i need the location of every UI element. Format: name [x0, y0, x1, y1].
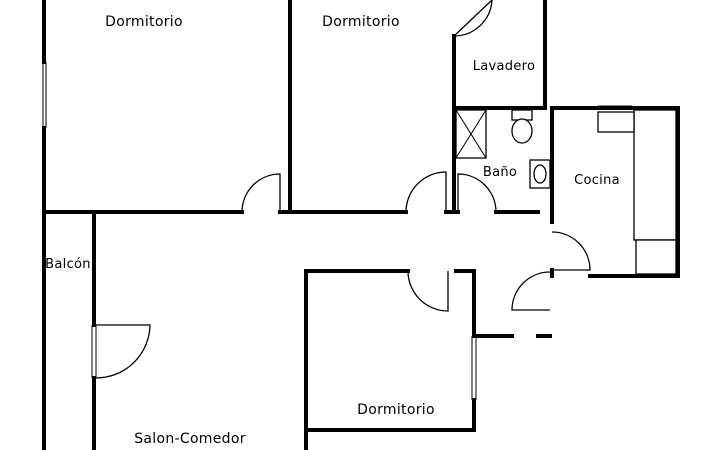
walls: [42, 0, 680, 450]
label-cocina: Cocina: [574, 173, 620, 188]
toilet-bowl: [511, 118, 533, 144]
doors: [95, 0, 591, 379]
label-dormitorio-2: Dormitorio: [322, 14, 400, 30]
bathroom-fixtures: [455, 109, 551, 189]
windows: [42, 62, 632, 400]
label-dormitorio-1: Dormitorio: [105, 14, 183, 30]
label-dormitorio-3: Dormitorio: [357, 402, 435, 418]
room-labels: Dormitorio Dormitorio Lavadero Baño Coci…: [45, 14, 620, 447]
label-salon-comedor: Salon-Comedor: [134, 431, 246, 447]
kitchen-fixtures: [597, 109, 677, 275]
kitchen-sink: [597, 111, 635, 133]
label-balcon: Balcón: [45, 257, 91, 272]
label-bano: Baño: [483, 165, 517, 180]
stove: [635, 239, 677, 275]
kitchen-counter: [633, 109, 677, 241]
label-lavadero: Lavadero: [473, 59, 536, 74]
